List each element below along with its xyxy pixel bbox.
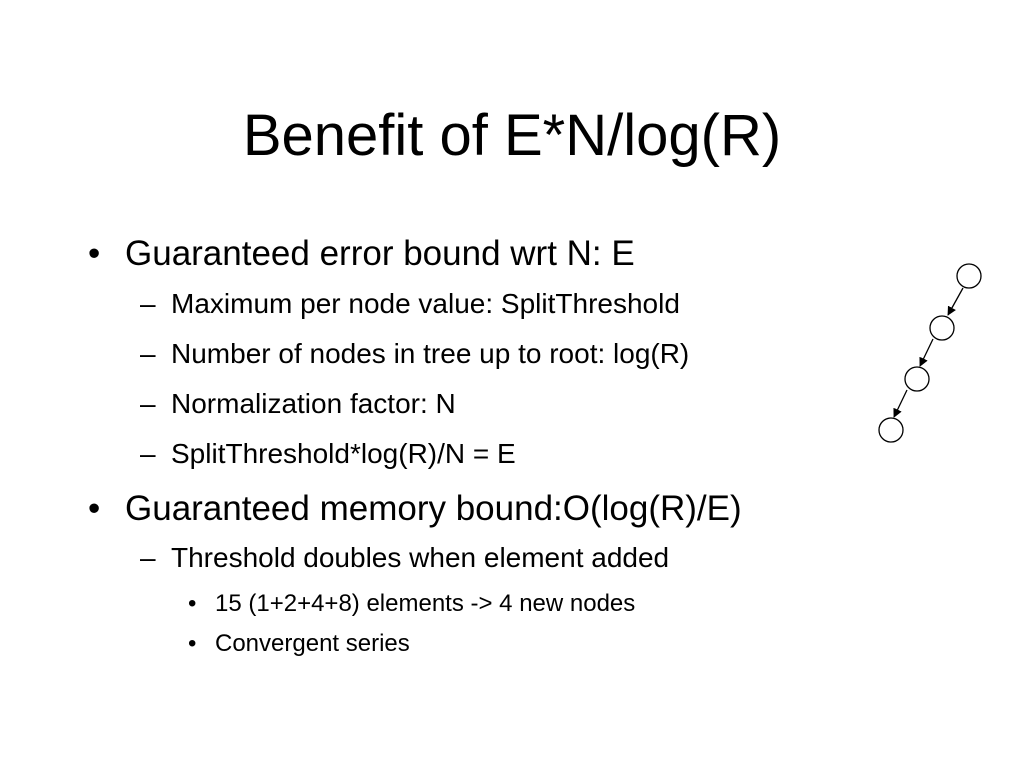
bullet-item: Guaranteed memory bound:O(log(R)/E) [125,489,742,528]
edge-arrow [893,389,908,418]
node-chain-diagram [878,263,982,443]
edge-arrow [919,338,934,367]
tree-node [956,263,982,289]
dash-icon: – [140,338,156,369]
tree-node [904,366,930,392]
sub-bullet-item: Normalization factor: N [171,388,456,419]
dash-icon: – [140,438,156,469]
small-bullet-icon: • [188,630,197,657]
sub-bullet-item: Number of nodes in tree up to root: log(… [171,338,690,369]
edge-arrow [947,287,964,316]
dash-icon: – [140,388,156,419]
bullet-icon: • [88,234,101,273]
sub-bullet-item: Threshold doubles when element added [171,542,670,573]
tree-node [878,417,904,443]
sub-bullet-item: Maximum per node value: SplitThreshold [171,288,680,319]
slide-title: Benefit of E*N/log(R) [242,103,782,168]
dash-icon: – [140,288,156,319]
sub-sub-bullet-item: 15 (1+2+4+8) elements -> 4 new nodes [215,590,636,617]
bullet-icon: • [88,489,101,528]
sub-bullet-item: SplitThreshold*log(R)/N = E [171,438,516,469]
dash-icon: – [140,542,156,573]
tree-node [929,315,955,341]
bullet-item: Guaranteed error bound wrt N: E [125,234,635,273]
sub-sub-bullet-item: Convergent series [215,630,410,657]
small-bullet-icon: • [188,590,197,617]
